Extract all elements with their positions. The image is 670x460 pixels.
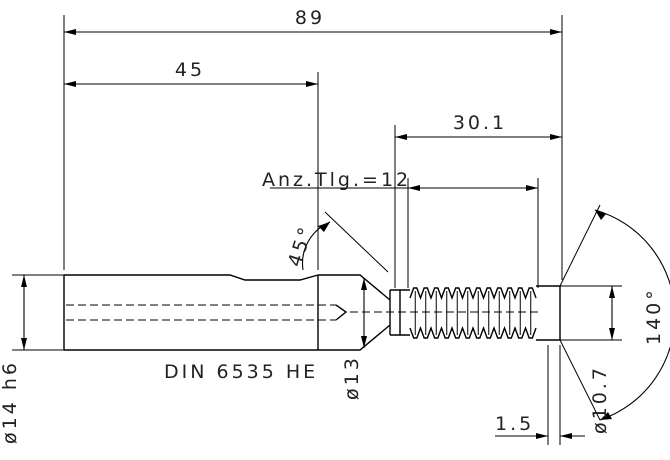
thread-teeth [409, 287, 537, 339]
overall-length-label: 89 [295, 7, 325, 29]
shank-length-label: 45 [175, 59, 205, 81]
dim-overall-length: 89 [63, 7, 563, 280]
dim-tooth-count: Anz.Tlg.=12 [262, 169, 539, 288]
tool-outline [63, 274, 561, 351]
coolant-bore [66, 304, 540, 321]
shank-diameter-label: ø14 h6 [0, 360, 21, 444]
cutting-length-label: 30.1 [453, 112, 507, 134]
chamfer-angle-label: 45° [284, 222, 318, 269]
dim-head-diameter: ø10.7 [560, 285, 622, 434]
tip-angle-label: 140° [643, 287, 665, 345]
dim-tip-angle: 140° [559, 204, 670, 421]
dim-shank-diameter: ø14 h6 [0, 274, 64, 444]
neck-diameter-label: ø13 [341, 355, 363, 400]
dim-shank-length: 45 [64, 59, 319, 270]
thread-profile-top [409, 287, 537, 301]
dim-cutting-length: 30.1 [394, 112, 562, 288]
head-diameter-label: ø10.7 [589, 365, 611, 434]
dim-chamfer-angle: 45° [284, 211, 389, 273]
thread-profile-bottom [409, 325, 537, 339]
dim-neck-diameter: ø13 [341, 278, 367, 400]
standard-label: DIN 6535 HE [164, 361, 318, 383]
tip-offset-label: 1.5 [495, 413, 534, 435]
tooth-count-label: Anz.Tlg.=12 [262, 169, 411, 191]
dim-tip-offset: 1.5 [495, 345, 585, 445]
